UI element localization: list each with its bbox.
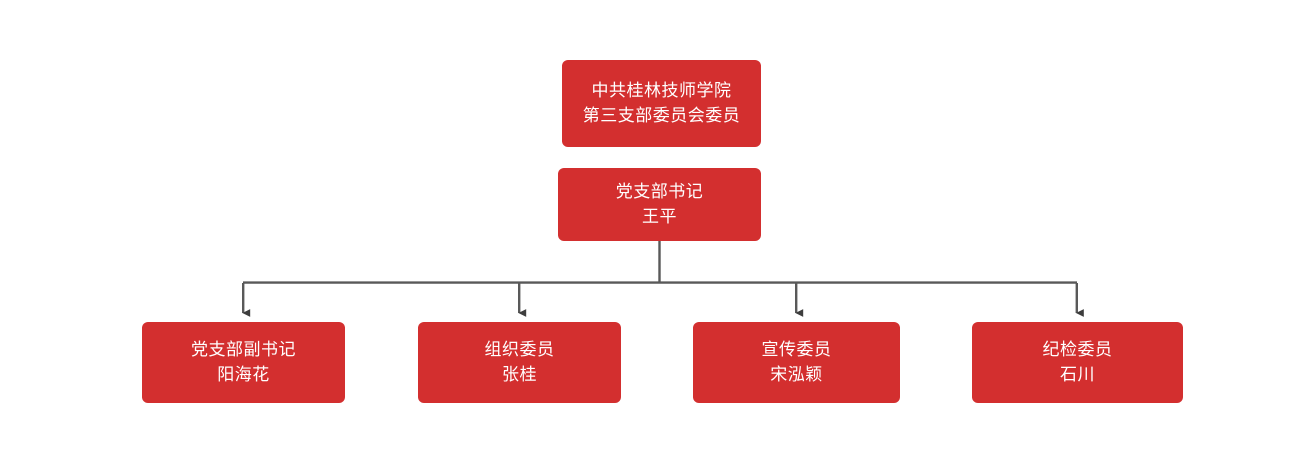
- node-child-0-title: 党支部副书记: [191, 340, 296, 360]
- node-discipline-inspection-member[interactable]: 纪检委员 石川: [972, 322, 1183, 403]
- node-child-2-title: 宣传委员: [761, 340, 832, 360]
- node-root-line2: 第三支部委员会委员: [582, 105, 741, 125]
- node-deputy-secretary[interactable]: 党支部副书记 阳海花: [142, 322, 345, 403]
- node-propaganda-member[interactable]: 宣传委员 宋泓颖: [693, 322, 900, 403]
- node-secretary-title: 党支部书记: [615, 182, 704, 202]
- node-root[interactable]: 中共桂林技师学院 第三支部委员会委员: [562, 60, 761, 147]
- node-child-1-name: 张桂: [502, 364, 537, 384]
- node-secretary-name: 王平: [642, 206, 677, 226]
- node-root-line1: 中共桂林技师学院: [591, 81, 732, 101]
- node-child-0-name: 阳海花: [217, 364, 270, 384]
- node-child-1-title: 组织委员: [484, 340, 555, 360]
- node-party-branch-secretary[interactable]: 党支部书记 王平: [558, 168, 761, 241]
- node-child-3-title: 纪检委员: [1042, 340, 1113, 360]
- node-child-3-name: 石川: [1060, 364, 1095, 384]
- node-organization-member[interactable]: 组织委员 张桂: [418, 322, 621, 403]
- node-child-2-name: 宋泓颖: [770, 364, 823, 384]
